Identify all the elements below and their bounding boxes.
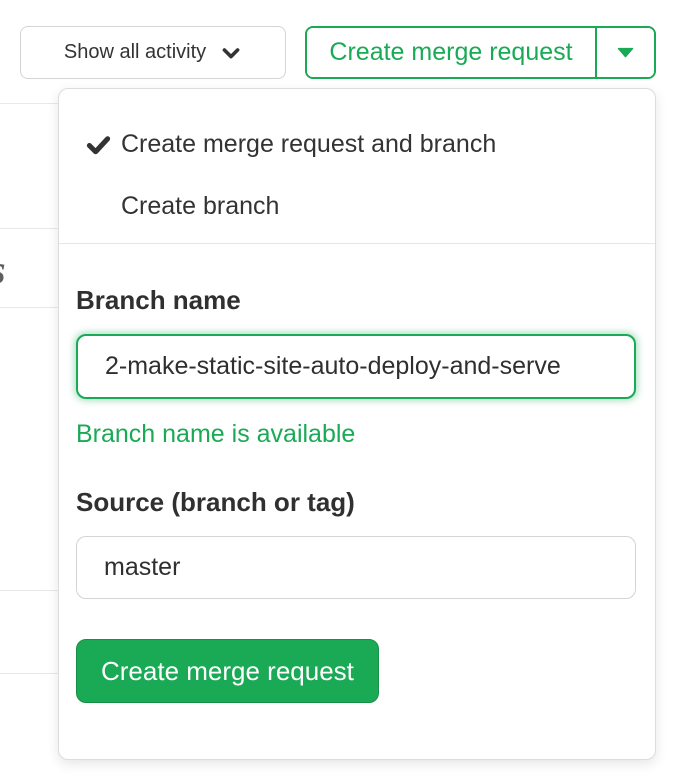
menu-item-label: Create branch: [121, 191, 280, 220]
background-separator-top: [0, 103, 58, 104]
chevron-down-icon: [220, 42, 242, 64]
branch-name-label: Branch name: [76, 285, 241, 315]
check-icon: [85, 131, 121, 158]
create-merge-request-split-button: Create merge request: [305, 26, 656, 79]
menu-item-create-merge-request-and-branch[interactable]: Create merge request and branch: [59, 113, 655, 175]
create-merge-request-options-toggle[interactable]: [597, 28, 654, 77]
split-button-divider: [595, 28, 597, 77]
background-separator-2: [0, 228, 58, 229]
create-merge-request-dropdown-panel: Create merge request and branch Create b…: [58, 88, 656, 760]
menu-item-label: Create merge request and branch: [121, 129, 497, 158]
background-separator-4: [0, 590, 58, 591]
create-merge-request-button[interactable]: Create merge request: [307, 28, 595, 77]
create-merge-request-form: Branch name Branch name is available Sou…: [59, 244, 655, 703]
source-label: Source (branch or tag): [76, 487, 355, 517]
create-merge-request-submit-button[interactable]: Create merge request: [76, 639, 379, 703]
activity-filter-dropdown[interactable]: Show all activity: [20, 26, 286, 79]
panel-divider: [59, 243, 655, 244]
branch-name-input[interactable]: [76, 334, 636, 399]
merge-request-type-menu: Create merge request and branch Create b…: [59, 89, 655, 237]
background-partial-text: s 1: [0, 247, 108, 292]
source-input[interactable]: [76, 536, 636, 599]
caret-down-icon: [615, 42, 636, 63]
menu-item-create-branch[interactable]: Create branch: [59, 175, 655, 237]
branch-name-validation-message: Branch name is available: [76, 420, 356, 448]
background-separator-5: [0, 673, 58, 674]
background-separator-3: [0, 307, 58, 308]
activity-filter-label: Show all activity: [63, 41, 207, 63]
